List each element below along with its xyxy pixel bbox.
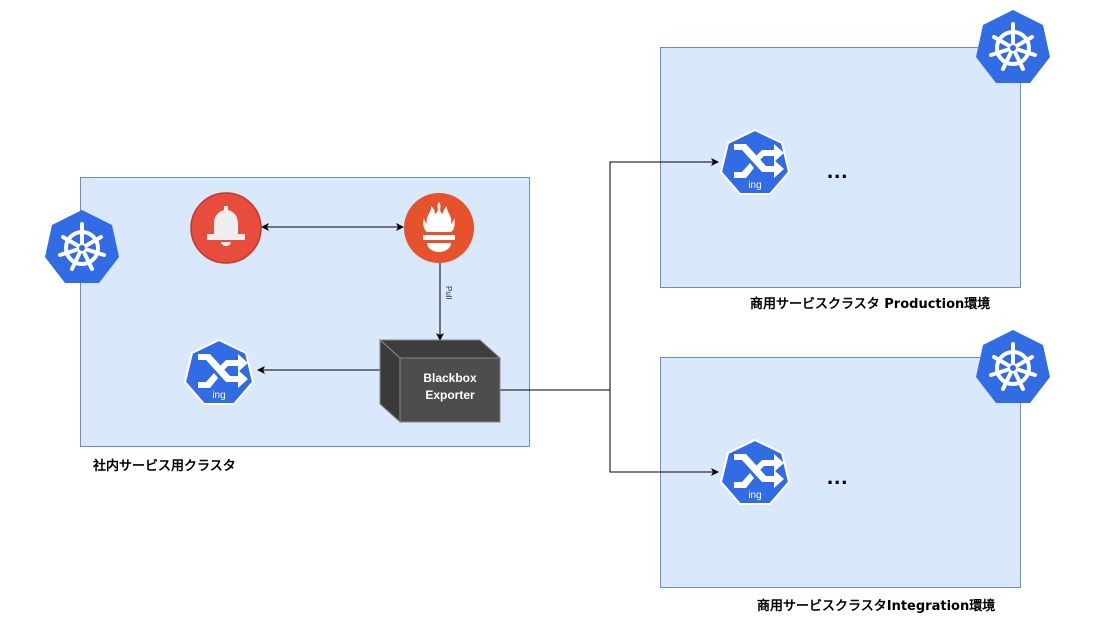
ingress-label-integration: ing bbox=[748, 490, 761, 501]
ingress-label-production: ing bbox=[748, 180, 761, 191]
ingress-icon-integration[interactable]: ing bbox=[720, 438, 790, 506]
kubernetes-icon-production bbox=[976, 10, 1050, 83]
production-ellipsis: ... bbox=[827, 158, 849, 183]
blackbox-exporter-box[interactable] bbox=[378, 338, 502, 424]
kubernetes-icon-integration bbox=[976, 330, 1050, 403]
blackbox-exporter-label: Blackbox Exporter bbox=[400, 370, 500, 404]
integration-cluster-label: 商用サービスクラスタIntegration環境 bbox=[757, 599, 996, 614]
blackbox-line1: Blackbox bbox=[423, 371, 477, 385]
pull-label: Pull bbox=[444, 286, 453, 300]
integration-cluster bbox=[660, 357, 1021, 588]
prometheus-icon[interactable] bbox=[403, 192, 475, 264]
production-cluster bbox=[660, 47, 1021, 288]
integration-ellipsis: ... bbox=[827, 464, 849, 489]
kubernetes-icon-internal bbox=[45, 210, 119, 283]
ingress-icon-internal[interactable]: ing bbox=[184, 338, 254, 406]
ingress-icon-production[interactable]: ing bbox=[720, 128, 790, 196]
alertmanager-bell-icon[interactable] bbox=[190, 192, 262, 264]
internal-cluster-label: 社内サービス用クラスタ bbox=[93, 459, 236, 474]
production-cluster-label: 商用サービスクラスタ Production環境 bbox=[750, 297, 991, 312]
ingress-label-internal: ing bbox=[212, 390, 225, 401]
blackbox-line2: Exporter bbox=[425, 388, 475, 402]
